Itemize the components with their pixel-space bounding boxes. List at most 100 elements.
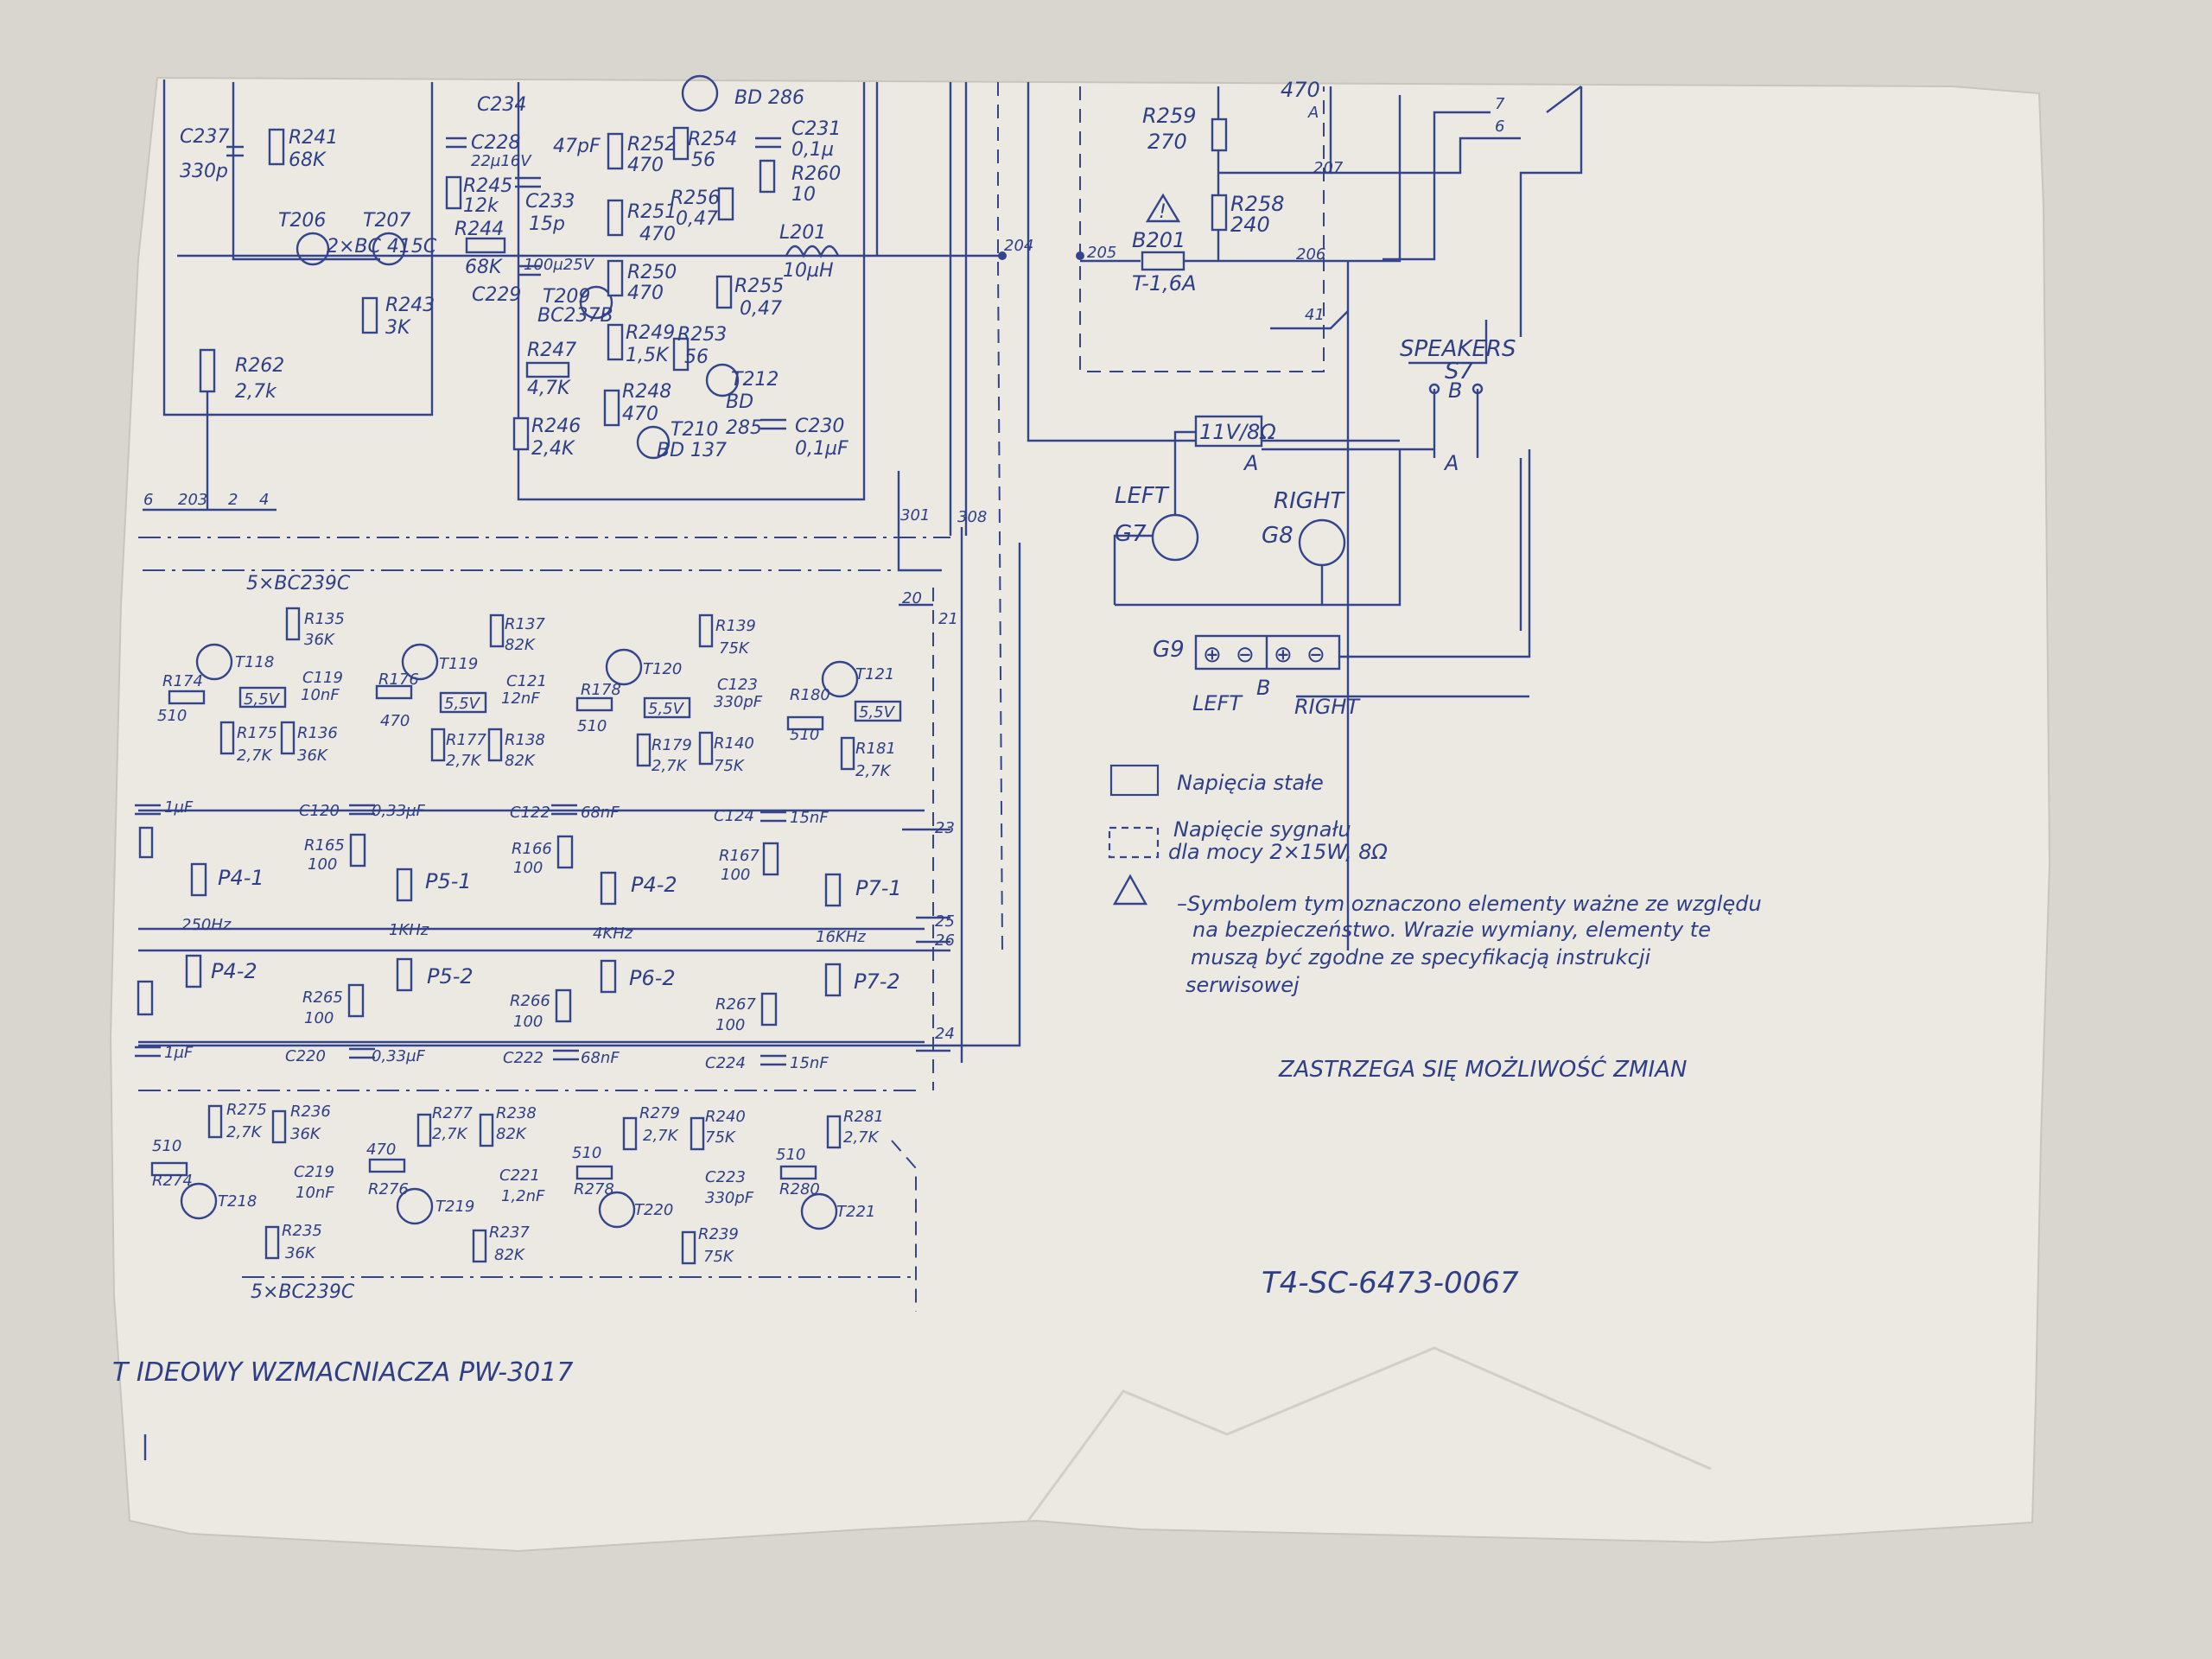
g9-plus-right: ⊕ [1274, 642, 1293, 668]
r239-value: 75K [703, 1248, 734, 1266]
g8-ref: G8 [1262, 523, 1294, 549]
node-206: 206 [1296, 245, 1325, 264]
pot-p6-1: P4-2 [631, 873, 677, 897]
r266-value: 100 [513, 1013, 543, 1031]
node-4: 4 [259, 491, 269, 509]
freq-1k: 1KHz [389, 921, 429, 939]
node-21: 21 [938, 610, 958, 628]
r180-value: 510 [790, 726, 819, 744]
r249-ref: R249 [626, 322, 675, 344]
r181-value: 2,7K [855, 762, 892, 780]
r259-value: 270 [1147, 130, 1187, 154]
r139-ref: R139 [715, 617, 756, 635]
c219-value: 10nF [296, 1184, 334, 1202]
switch-a: A [1443, 451, 1459, 475]
r140-ref: R140 [714, 734, 754, 753]
t220-ref: T220 [634, 1201, 673, 1219]
r139-value: 75K [719, 639, 750, 658]
t206-pair: 2×BC 415C [327, 236, 437, 257]
r240-ref: R240 [705, 1108, 746, 1126]
r179-value: 2,7K [652, 757, 688, 775]
r138-ref: R138 [505, 731, 545, 749]
pots-row-2: P4-2 R265 100 P5-2 R266 100 P6-2 R267 10… [137, 954, 900, 1034]
t206-ref: T206 [278, 210, 326, 232]
r251-value: 470 [639, 224, 676, 245]
r280-ref: R280 [779, 1180, 820, 1198]
c230-value: 0,1µF [795, 438, 849, 460]
pot-p4-2: P4-2 [211, 959, 257, 983]
r276-ref: R276 [368, 1180, 409, 1198]
lamp-a: A [1243, 451, 1258, 475]
t210-type: BD 137 [657, 440, 727, 461]
switch-b: B [1448, 378, 1462, 403]
tone-section: 5×BC239C 5×BC239C T118 R135 36K R174 510… [135, 471, 1021, 1312]
freq-16k: 16KHz [816, 928, 866, 946]
r252-value: 470 [627, 155, 664, 176]
r247-value: 4,7K [527, 378, 571, 399]
r266-ref: R266 [510, 992, 550, 1010]
r251-ref: R251 [627, 201, 677, 223]
r258-ref: R258 [1230, 192, 1284, 216]
pot-p7-2: P7-2 [854, 969, 900, 994]
r249-value: 1,5K [626, 345, 670, 366]
r260-value: 10 [791, 184, 816, 206]
r262-value: 2,7k [235, 381, 277, 403]
cap-r1-4: 68nF [581, 804, 620, 822]
r253-ref: R253 [677, 324, 727, 346]
fuse-ref: B201 [1132, 228, 1185, 252]
c119-value: 10nF [301, 686, 340, 704]
r267-ref: R267 [715, 995, 756, 1014]
r140-value: 75K [714, 757, 745, 775]
c223-value: 330pF [705, 1189, 754, 1207]
r241-value: 68K [289, 149, 327, 171]
legend-warning-icon [1112, 874, 1148, 906]
t219-ref: T219 [435, 1198, 474, 1216]
r176-value: 470 [380, 712, 410, 730]
t120-ref: T120 [643, 660, 682, 678]
r237-ref: R237 [489, 1224, 530, 1242]
r240-value: 75K [705, 1128, 736, 1147]
legend: Napięcia stałe Napięcie sygnału dla mocy… [1108, 764, 1762, 997]
g9-right: RIGHT [1294, 695, 1361, 719]
freq-4k: 4KHz [593, 925, 633, 943]
t207-ref: T207 [363, 210, 410, 232]
r274-ref: R274 [152, 1172, 193, 1190]
node-41: 41 [1305, 306, 1325, 324]
cap-r1-1: C120 [299, 802, 340, 820]
r238-value: 82K [496, 1125, 527, 1143]
r281-ref: R281 [843, 1108, 884, 1126]
r245-ref: R245 [463, 175, 512, 197]
r135-value: 36K [304, 631, 335, 649]
r135-ref: R135 [304, 610, 345, 628]
c233-ref: C233 [525, 191, 575, 213]
legend-warning-4: serwisowej [1185, 973, 1300, 997]
r265-value: 100 [304, 1009, 334, 1027]
r167-ref: R167 [719, 847, 760, 865]
r-top-value: 470 [1281, 78, 1320, 102]
tone-header-bottom: 5×BC239C [251, 1281, 355, 1303]
c219-ref: C219 [294, 1163, 334, 1181]
legend-dashed-1: Napięcie sygnału [1173, 817, 1351, 842]
r275-ref: R275 [226, 1101, 267, 1119]
c121-value: 12nF [501, 690, 540, 708]
pot-p5-2: P5-2 [427, 964, 474, 988]
cap-r2-3: C222 [503, 1049, 543, 1067]
r246-value: 2,4K [531, 438, 575, 460]
r279-ref: R279 [639, 1104, 680, 1122]
warning-icon [1145, 193, 1181, 223]
g9-ref: G9 [1153, 637, 1185, 663]
pot-p7-1: P7-1 [855, 876, 902, 900]
r137-ref: R137 [505, 615, 545, 633]
r260-ref: R260 [791, 163, 841, 185]
r274-value: 510 [152, 1137, 181, 1155]
legend-warning-2: na bezpieczeństwo. Wrazie wymiany, eleme… [1192, 918, 1711, 942]
document-code: T4-SC-6473-0067 [1262, 1266, 1519, 1300]
node-23: 23 [935, 819, 955, 837]
c123-ref: C123 [717, 676, 758, 694]
r165-ref: R165 [304, 836, 345, 855]
r267-value: 100 [715, 1016, 745, 1034]
r165-value: 100 [308, 855, 337, 874]
r255-ref: R255 [734, 276, 784, 297]
r248-ref: R248 [622, 381, 671, 403]
